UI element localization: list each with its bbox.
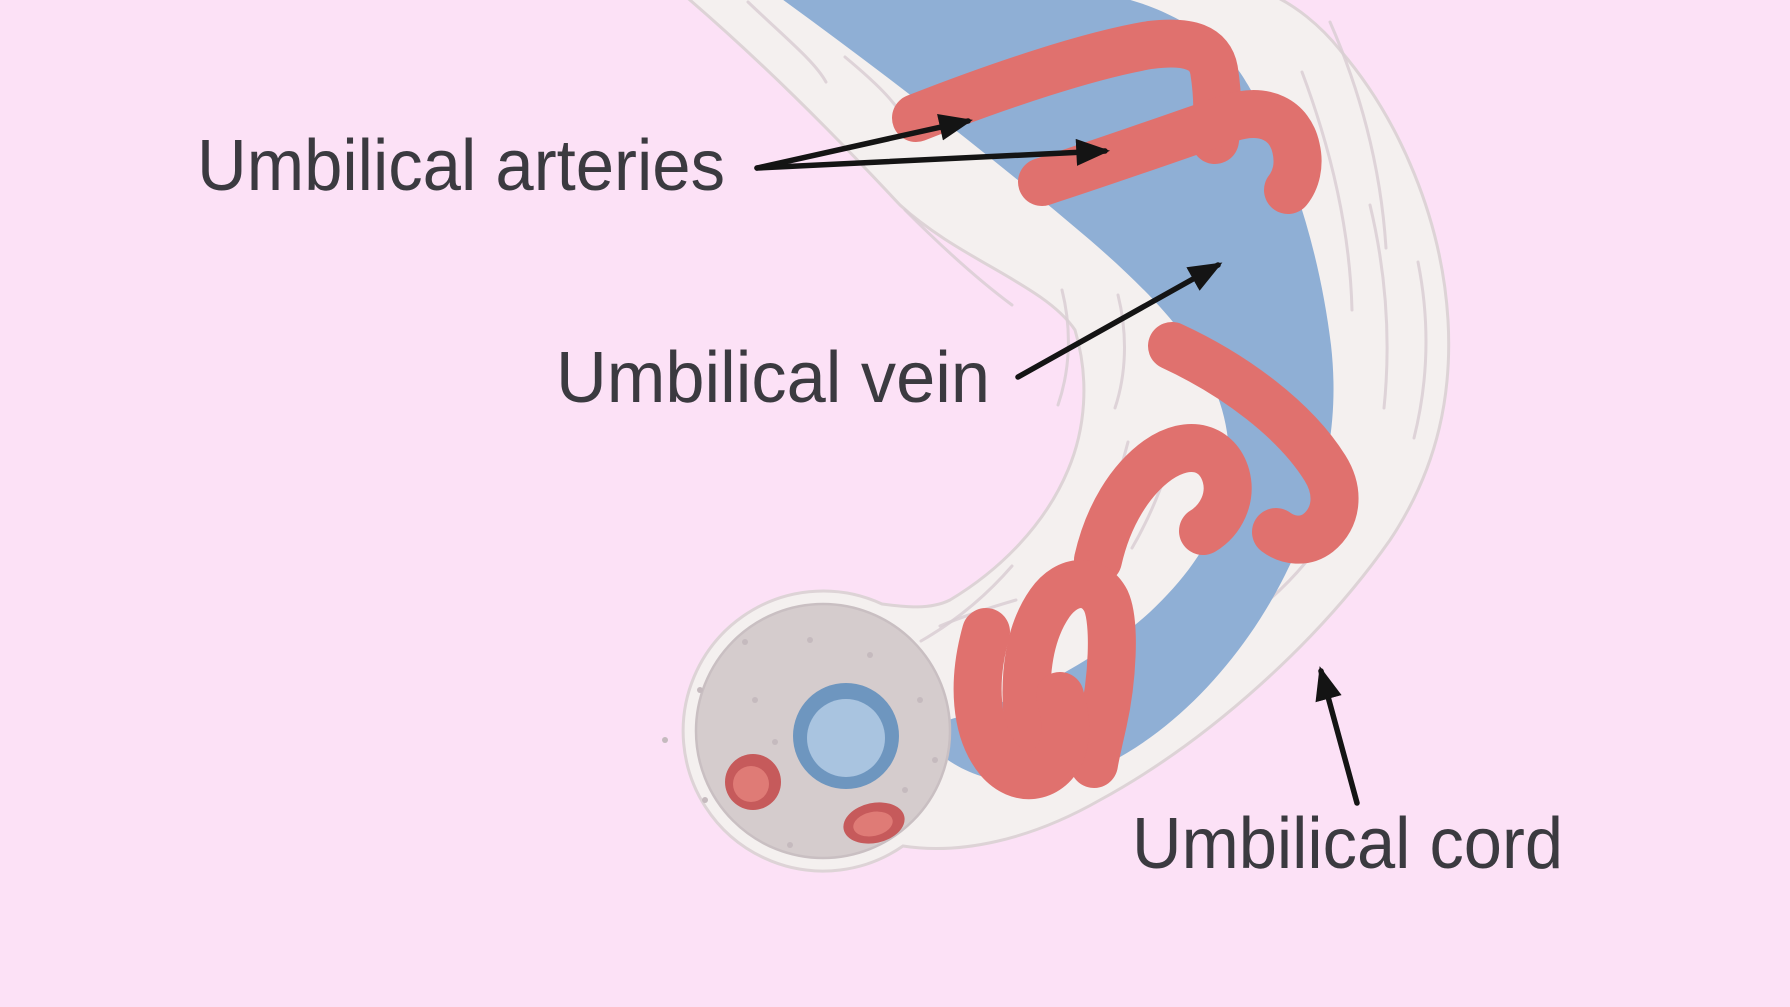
label-umbilical-cord: Umbilical cord xyxy=(1132,804,1563,884)
artery-band-bottom-2 xyxy=(953,608,1090,800)
cross-section-artery-2-lumen xyxy=(853,811,893,837)
artery-band-top-2 xyxy=(1018,90,1322,214)
umbilical-artery-coils xyxy=(892,19,1359,800)
artery-band-bottom-1 xyxy=(1002,560,1136,790)
cross-section-vein-lumen xyxy=(807,699,885,777)
annotation-arrows xyxy=(754,114,1360,806)
cross-section-speckles xyxy=(662,637,938,848)
cross-section-artery-1-lumen xyxy=(733,766,769,802)
arrow-to-artery-2 xyxy=(754,138,1111,171)
arrow-to-cord xyxy=(1315,666,1360,806)
artery-band-middle-2 xyxy=(1074,424,1252,584)
arrow-to-vein xyxy=(1015,262,1223,380)
label-umbilical-arteries: Umbilical arteries xyxy=(197,126,725,206)
arrow-to-artery-1 xyxy=(754,114,973,171)
label-umbilical-vein: Umbilical vein xyxy=(556,338,990,418)
artery-band-middle-1 xyxy=(1148,322,1359,564)
artery-band-top-1 xyxy=(892,19,1242,164)
cord-cross-section xyxy=(662,602,952,860)
umbilical-vein-tube xyxy=(783,0,1334,784)
